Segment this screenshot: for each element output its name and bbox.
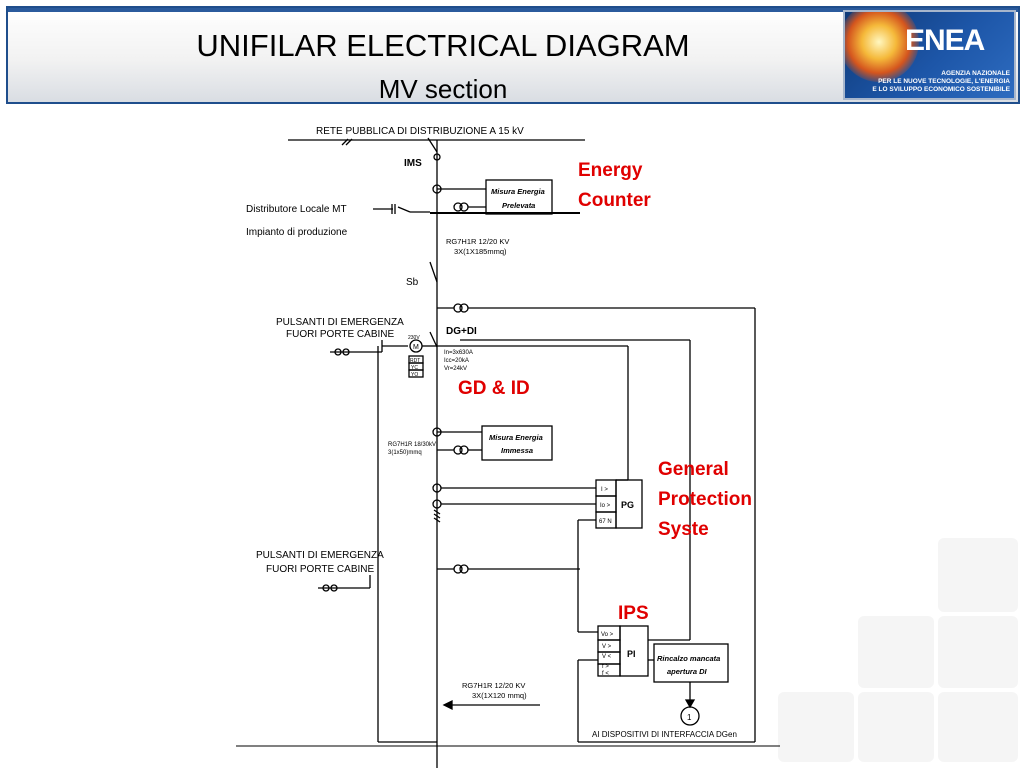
sb-label: Sb: [406, 277, 419, 288]
breaker-rating: Icc=20kA: [444, 358, 469, 364]
dg-switch: [429, 331, 438, 348]
cable1-label: RG7H1R 12/20 KV: [446, 237, 509, 246]
pg-relay-box: [615, 479, 643, 529]
pi-row: V >: [602, 644, 612, 650]
annotation-line: Energy: [578, 160, 643, 181]
interface-circle: [680, 706, 700, 726]
meter-withdrawn-text: Prelevata: [502, 201, 535, 210]
cable3-label: RG7H1R 12/20 KV: [462, 681, 525, 690]
annotation-line: Protection: [658, 489, 752, 510]
pg-row: 67 N: [599, 519, 612, 525]
cable3-label: 3X(1X120 mmq): [472, 691, 527, 700]
dg-di-label: DG+DI: [446, 326, 477, 337]
pulsanti1-label: FUORI PORTE CABINE: [286, 329, 394, 340]
cable2-label: RG7H1R 18/30kV: [388, 442, 436, 448]
header-accent-bar: [8, 8, 1018, 12]
interface-number: 1: [687, 713, 692, 722]
pi-row: f >: [602, 664, 609, 670]
pg-row: Io >: [600, 503, 611, 509]
pulsanti1-label: PULSANTI DI EMERGENZA: [276, 317, 404, 328]
network-label: RETE PUBBLICA DI DISTRIBUZIONE A 15 kV: [316, 126, 524, 137]
energy-counter-annotation: Energy Counter: [578, 156, 651, 216]
pi-row: Vo >: [601, 632, 614, 638]
slide-subtitle: MV section: [378, 74, 508, 104]
sb-switch: [429, 261, 438, 283]
logo-line: PER LE NUOVE TECNOLOGIE, L'ENERGIA: [878, 78, 1010, 85]
logo-sun-graphic: [845, 12, 919, 82]
rincalzo-text: apertura DI: [667, 667, 708, 676]
meter-fed-box: [481, 425, 553, 461]
annotation-line: General: [658, 459, 729, 480]
breaker-rating: In=3x630A: [444, 350, 473, 356]
logo-line: E LO SVILUPPO ECONOMICO SOSTENIBILE: [872, 86, 1010, 93]
pi-relay-box: [619, 625, 649, 677]
rincalzo-text: Rincalzo mancata: [657, 654, 720, 663]
breaker-rating: Vr=24kV: [444, 366, 467, 372]
pulsanti2-label: FUORI PORTE CABINE: [266, 564, 374, 575]
ips-annotation: IPS: [618, 603, 649, 624]
annotation-line: Counter: [578, 190, 651, 211]
meter-withdrawn-text: Misura Energia: [491, 187, 545, 196]
cable1-label: 3X(1X185mmq): [454, 247, 507, 256]
gd-id-annotation: GD & ID: [458, 378, 530, 399]
pi-row: f <: [602, 671, 609, 677]
pi-row: V <: [602, 654, 612, 660]
impianto-label: Impianto di produzione: [246, 227, 348, 238]
motor-coil: YO: [411, 372, 418, 378]
ims-label: IMS: [404, 158, 422, 169]
ims-switch: [427, 137, 438, 153]
enea-logo: ENEA AGENZIA NAZIONALE PER LE NUOVE TECN…: [843, 10, 1016, 100]
slide-title: UNIFILAR ELECTRICAL DIAGRAM: [196, 28, 690, 63]
meter-fed-text: Misura Energia: [489, 433, 543, 442]
meter-fed-text: Immessa: [501, 446, 533, 455]
distributore-label: Distributore Locale MT: [246, 204, 347, 215]
motor-coil: YC: [411, 365, 418, 371]
pulsanti2-label: PULSANTI DI EMERGENZA: [256, 550, 384, 561]
motor-coil: RDT: [410, 358, 420, 364]
logo-line: AGENZIA NAZIONALE: [941, 70, 1010, 77]
pi-label: PI: [627, 649, 636, 659]
interface-label: AI DISPOSITIVI DI INTERFACCIA DGen: [592, 730, 737, 739]
logo-name: ENEA: [905, 24, 985, 57]
motor-voltage: 230V: [408, 335, 420, 341]
general-protection-annotation: General Protection Syste: [658, 455, 752, 545]
motor-label: M: [413, 344, 419, 351]
rincalzo-box: [653, 643, 729, 683]
pg-label: PG: [621, 500, 634, 510]
pg-row: I >: [601, 487, 608, 493]
annotation-line: Syste: [658, 519, 709, 540]
logo-caption: AGENZIA NAZIONALE PER LE NUOVE TECNOLOGI…: [845, 70, 1010, 94]
cable2-label: 3(1x50)mmq: [388, 450, 422, 456]
